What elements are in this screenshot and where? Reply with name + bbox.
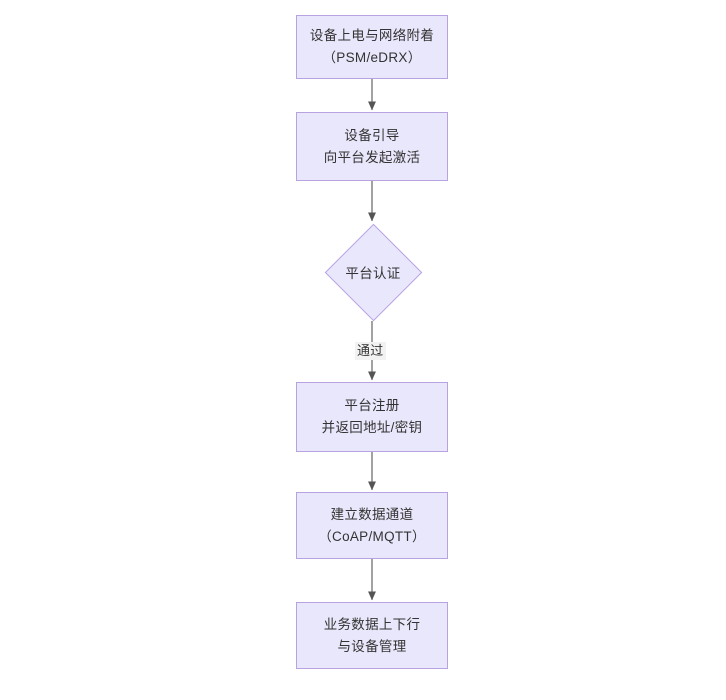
flow-node-establish-data-channel[interactable]: 建立数据通道 （CoAP/MQTT） [296,492,448,559]
flow-node-line: 平台注册 [344,398,400,414]
flow-node-line: 建立数据通道 [330,506,414,522]
flow-node-line: 业务数据上下行 [323,616,421,632]
flow-node-line: 并返回地址/密钥 [321,420,423,435]
flow-node-line: （PSM/eDRX） [322,50,422,65]
edge-label-pass: 通过 [355,342,386,361]
flow-node-line: 平台认证 [345,266,401,281]
flow-node-line: 设备引导 [344,127,400,143]
flow-node-line: 向平台发起激活 [323,149,421,165]
flow-node-device-bootstrap[interactable]: 设备引导 向平台发起激活 [296,112,448,181]
flow-node-platform-register[interactable]: 平台注册 并返回地址/密钥 [296,382,448,452]
flow-node-line: （CoAP/MQTT） [318,528,426,544]
flow-node-business-data-and-device-management[interactable]: 业务数据上下行 与设备管理 [296,602,448,669]
flow-node-line: 与设备管理 [337,638,407,654]
flow-node-device-power-on[interactable]: 设备上电与网络附着 （PSM/eDRX） [296,15,448,79]
flow-node-line: 设备上电与网络附着 [309,28,435,44]
flow-node-platform-auth-decision[interactable]: 平台认证 [324,223,422,321]
